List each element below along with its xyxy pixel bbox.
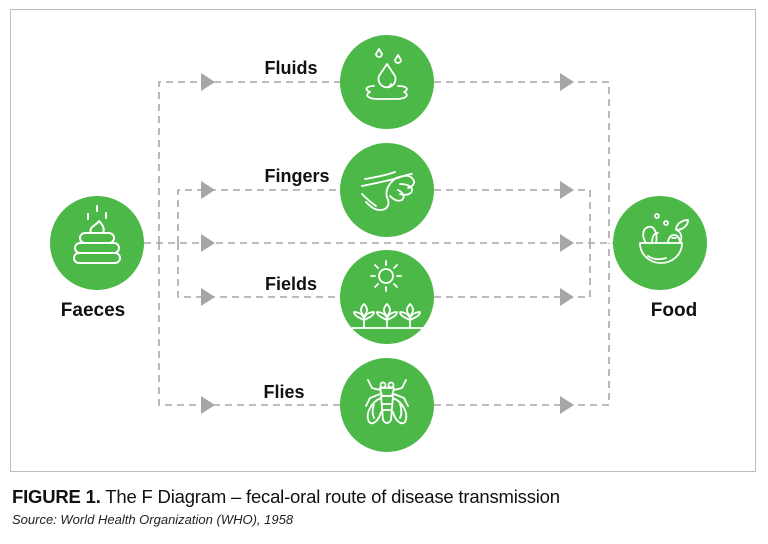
node-label-flies: Flies bbox=[263, 382, 304, 402]
arrow-direct-left bbox=[201, 234, 215, 252]
water-drops-icon bbox=[365, 48, 408, 100]
node-fluids bbox=[340, 35, 434, 129]
arrow-to-flies bbox=[201, 396, 215, 414]
node-fingers bbox=[340, 143, 434, 237]
hand-icon bbox=[361, 171, 415, 211]
node-flies bbox=[340, 358, 434, 452]
node-label-fluids: Fluids bbox=[265, 58, 318, 78]
arrow-from-fields bbox=[560, 288, 574, 306]
figure-source: Source: World Health Organization (WHO),… bbox=[12, 512, 294, 527]
arrow-direct-right bbox=[560, 234, 574, 252]
node-label-faeces: Faeces bbox=[61, 300, 125, 321]
figure-number: FIGURE 1. bbox=[12, 486, 101, 507]
arrow-from-flies bbox=[560, 396, 574, 414]
poop-icon bbox=[73, 205, 121, 264]
figure-caption: FIGURE 1. The F Diagram – fecal-oral rou… bbox=[12, 486, 560, 508]
arrow-to-fields bbox=[201, 288, 215, 306]
arrow-to-fingers bbox=[201, 181, 215, 199]
connector-flies-food bbox=[434, 243, 610, 406]
connector-faeces-fluids bbox=[158, 81, 340, 243]
arrow-from-fingers bbox=[560, 181, 574, 199]
connector-faeces-fingers bbox=[177, 189, 340, 243]
node-label-fields: Fields bbox=[265, 274, 317, 294]
connector-faeces-flies bbox=[158, 243, 340, 406]
connector-fields-food bbox=[434, 243, 591, 298]
node-faeces bbox=[50, 196, 144, 290]
node-label-fingers: Fingers bbox=[264, 166, 329, 186]
arrow-to-fluids bbox=[201, 73, 215, 91]
node-fields bbox=[340, 250, 434, 344]
arrow-from-fluids bbox=[560, 73, 574, 91]
connector-fluids-food bbox=[434, 81, 610, 243]
figure-title: The F Diagram – fecal-oral route of dise… bbox=[100, 486, 560, 507]
fly-icon bbox=[365, 379, 409, 425]
connector-faeces-fields bbox=[177, 243, 340, 298]
salad-bowl-icon bbox=[639, 213, 689, 264]
connector-fingers-food bbox=[434, 189, 591, 243]
node-label-food: Food bbox=[651, 300, 697, 321]
node-food bbox=[613, 196, 707, 290]
sun-crops-icon bbox=[351, 260, 423, 329]
